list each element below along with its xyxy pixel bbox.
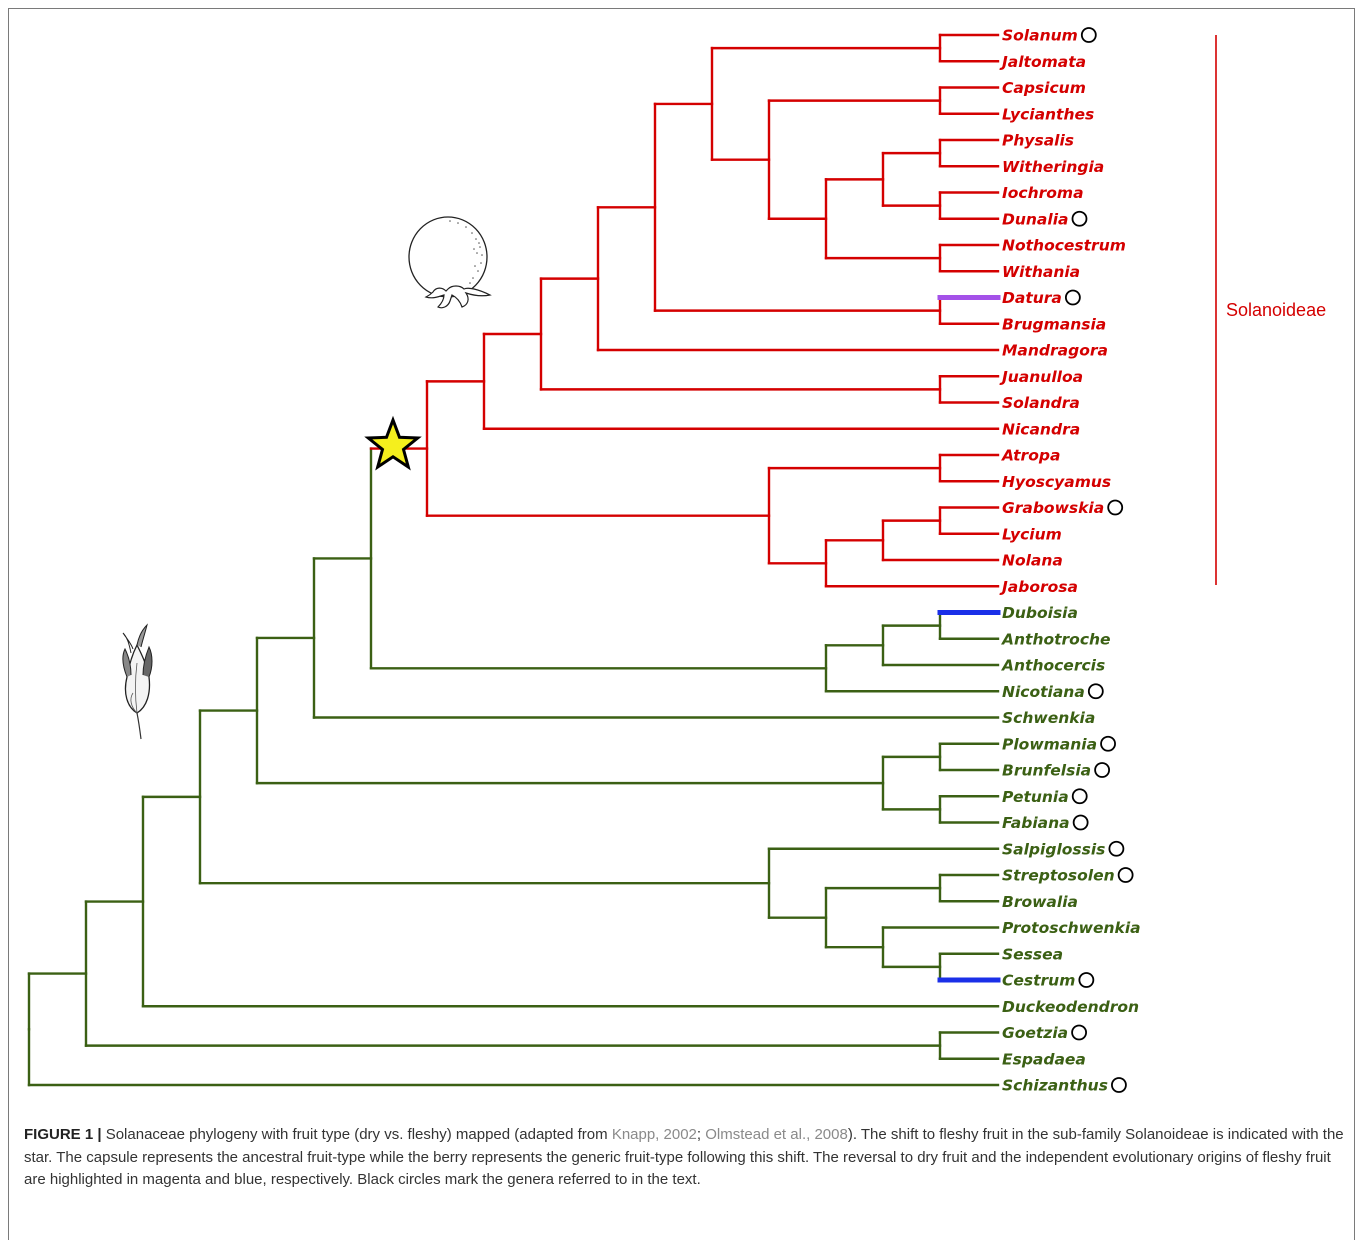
- circle-marker-icon: [1107, 499, 1124, 516]
- taxon-label: Espadaea: [1002, 1050, 1086, 1068]
- star-icon: [364, 415, 422, 471]
- taxon-label: Lycianthes: [1002, 105, 1094, 123]
- taxon-label: Atropa: [1001, 447, 1060, 465]
- taxon-label: Schwenkia: [1002, 709, 1095, 727]
- berry-fruit-icon: [408, 216, 492, 309]
- taxon-label: Witheringia: [1002, 158, 1104, 176]
- taxon-label: Juanulloa: [999, 368, 1083, 386]
- taxon-label: Goetzia: [1002, 1024, 1068, 1042]
- caption-citation-olmstead[interactable]: Olmstead et al., 2008: [705, 1126, 848, 1143]
- taxon-label: Brunfelsia: [1002, 762, 1091, 780]
- taxon-label: Grabowskia: [1002, 499, 1104, 517]
- taxon-label: Jaborosa: [999, 578, 1078, 596]
- taxon-label: Capsicum: [1002, 79, 1086, 97]
- caption-text-1: Solanaceae phylogeny with fruit type (dr…: [101, 1126, 612, 1143]
- circle-marker-icon: [1111, 1077, 1127, 1093]
- taxon-label: Iochroma: [1002, 184, 1084, 202]
- taxon-label: Salpiglossis: [1002, 840, 1105, 858]
- taxon-label: Anthotroche: [1001, 630, 1111, 648]
- taxon-label: Lycium: [1002, 525, 1062, 543]
- circle-markers: [1064, 27, 1134, 1093]
- caption-citation-knapp[interactable]: Knapp, 2002: [611, 1126, 697, 1143]
- taxon-label: Petunia: [1002, 788, 1069, 806]
- taxon-label: Physalis: [1002, 132, 1074, 150]
- taxon-label: Jaltomata: [999, 53, 1086, 71]
- taxon-label: Datura: [1002, 289, 1062, 307]
- figure-caption: FIGURE 1 | Solanaceae phylogeny with fru…: [24, 1124, 1344, 1192]
- circle-marker-icon: [1071, 210, 1088, 227]
- taxon-label: Nothocestrum: [1002, 237, 1126, 255]
- taxon-label: Anthocercis: [1001, 657, 1105, 675]
- circle-marker-icon: [1117, 867, 1134, 883]
- taxon-label: Duboisia: [1002, 604, 1078, 622]
- circle-marker-icon: [1087, 683, 1104, 700]
- taxon-label: Hyoscyamus: [1002, 473, 1111, 491]
- taxon-label: Nolana: [1002, 552, 1063, 570]
- taxon-label: Protoschwenkia: [1002, 919, 1141, 937]
- taxon-label: Withania: [1002, 263, 1080, 281]
- circle-marker-icon: [1071, 788, 1088, 805]
- circle-marker-icon: [1078, 972, 1095, 988]
- taxon-label: Cestrum: [1002, 972, 1075, 990]
- taxon-label: Solandra: [1002, 394, 1080, 412]
- caption-text-2: ;: [696, 1126, 706, 1143]
- taxon-label: Nicandra: [1002, 420, 1080, 438]
- caption-figure-label: FIGURE 1 |: [24, 1126, 102, 1143]
- taxon-label: Schizanthus: [1002, 1077, 1108, 1095]
- tree-branches: [27, 33, 1001, 1087]
- circle-marker-icon: [1100, 735, 1116, 752]
- taxon-label: Brugmansia: [1002, 315, 1106, 333]
- taxon-label: Fabiana: [1002, 814, 1070, 832]
- taxon-label: Solanum: [1002, 27, 1078, 45]
- taxon-labels: SolanumJaltomataCapsicumLycianthesPhysal…: [999, 27, 1141, 1095]
- taxon-label: Dunalia: [1002, 210, 1068, 228]
- caption-text-3: ). The shift to fleshy fruit in the sub-…: [24, 1126, 1344, 1188]
- circle-marker-icon: [1071, 1024, 1087, 1041]
- taxon-label: Sessea: [1002, 945, 1063, 963]
- taxon-label: Duckeodendron: [1002, 998, 1139, 1016]
- taxon-label: Streptosolen: [1002, 867, 1115, 885]
- clade-label: Solanoideae: [1226, 300, 1326, 320]
- taxon-label: Nicotiana: [1002, 683, 1085, 701]
- circle-marker-icon: [1064, 289, 1081, 306]
- circle-marker-icon: [1094, 762, 1111, 778]
- figure-frame: [8, 8, 1355, 1240]
- circle-marker-icon: [1072, 814, 1089, 831]
- circle-marker-icon: [1108, 840, 1125, 857]
- capsule-fruit-icon: [122, 623, 153, 740]
- taxon-label: Browalia: [1002, 893, 1078, 911]
- taxon-label: Mandragora: [1002, 342, 1108, 360]
- phylogeny-tree: SolanumJaltomataCapsicumLycianthesPhysal…: [27, 27, 1326, 1095]
- taxon-label: Plowmania: [1002, 735, 1097, 753]
- circle-marker-icon: [1080, 27, 1097, 43]
